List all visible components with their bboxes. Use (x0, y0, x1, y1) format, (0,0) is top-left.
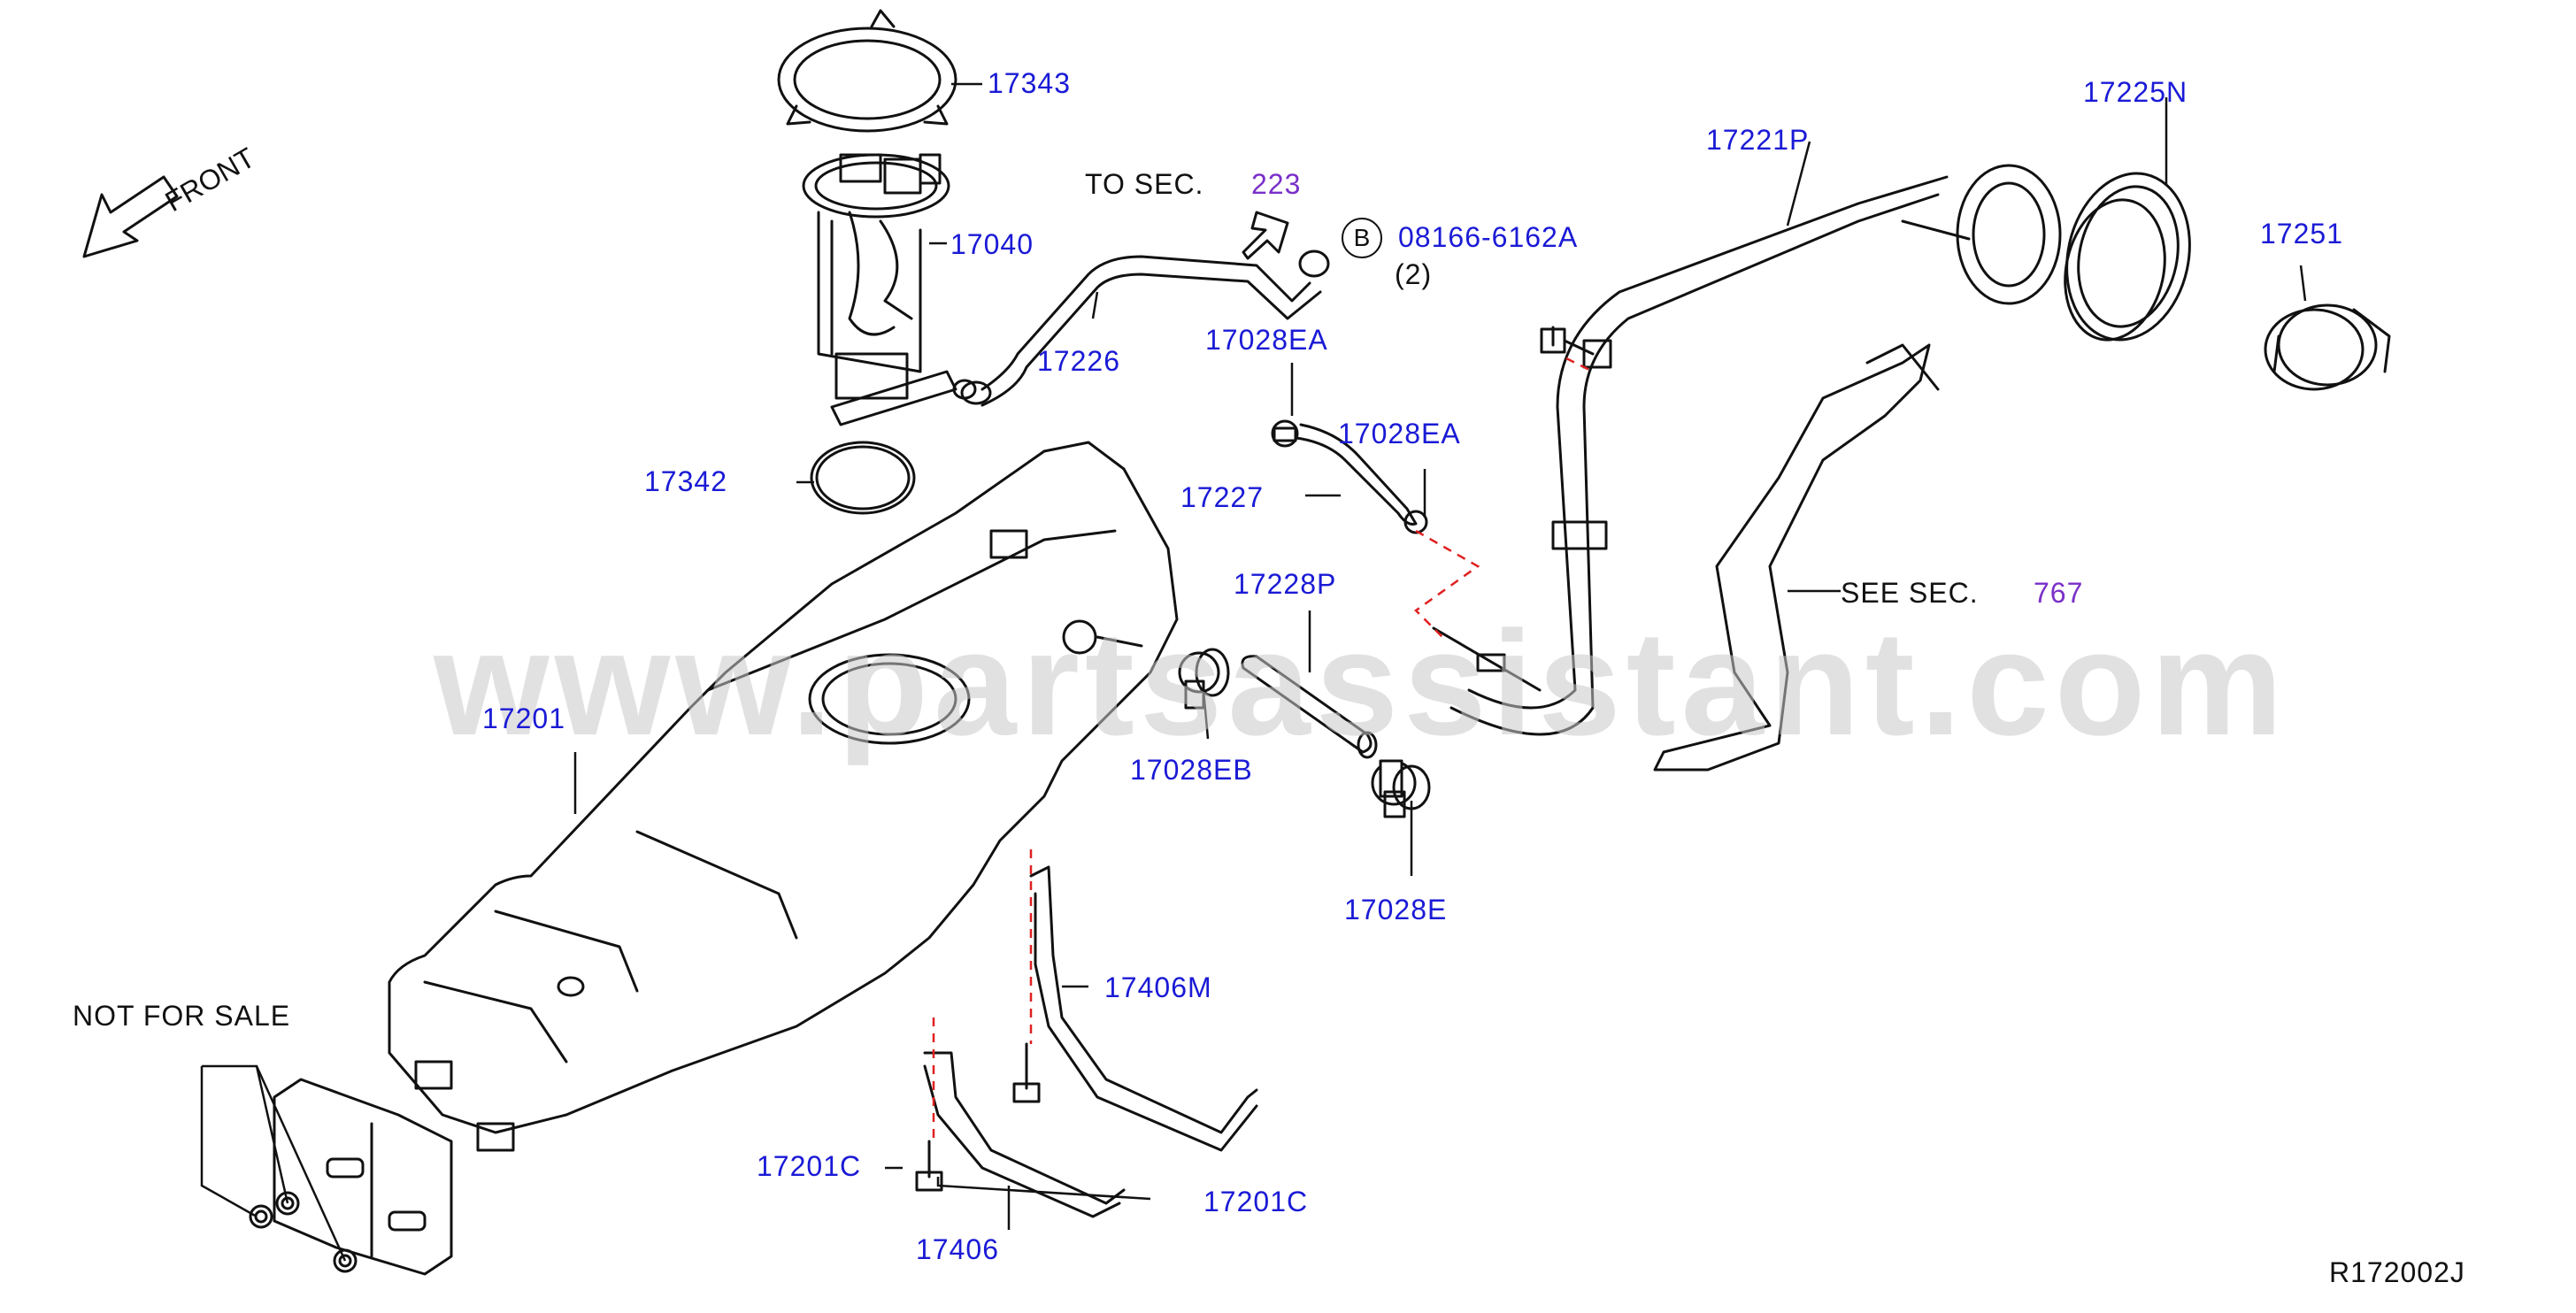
to-section-note: TO SEC. (1085, 168, 1204, 200)
label-17251: 17251 (2260, 218, 2343, 250)
label-bolt-08166-6162A: 08166-6162A (1398, 221, 1579, 253)
label-17028E: 17028E (1344, 894, 1448, 925)
to-section-ref: 223 (1251, 168, 1302, 200)
label-17028EA-upper: 17028EA (1205, 324, 1328, 356)
label-17227: 17227 (1180, 481, 1264, 513)
tank-strap-17406M-part (1029, 865, 1258, 1152)
label-17225N: 17225N (2083, 76, 2188, 108)
hose-17227-part (1271, 419, 1428, 534)
bolt-icons (915, 326, 1595, 1192)
label-17406M: 17406M (1104, 971, 1212, 1003)
label-17343: 17343 (988, 67, 1071, 99)
see-section-note: SEE SEC. (1841, 577, 1979, 609)
label-17221P: 17221P (1706, 124, 1810, 156)
label-17201C-right: 17201C (1203, 1186, 1309, 1217)
label-17226: 17226 (1037, 345, 1120, 377)
front-arrow-icon (82, 175, 179, 258)
diagram-code: R172002J (2329, 1256, 2465, 1288)
label-17201C-left: 17201C (757, 1150, 862, 1182)
filler-cap-part (2264, 303, 2391, 391)
alignment-lines (932, 357, 1594, 1141)
tank-protector-part (273, 1078, 453, 1276)
label-17028EB: 17028EB (1130, 754, 1253, 786)
front-label: FRONT (160, 142, 260, 218)
label-17228P: 17228P (1234, 568, 1337, 600)
label-17406: 17406 (916, 1233, 999, 1265)
filler-seal-part (2064, 172, 2191, 342)
label-17028EA-lower: 17028EA (1338, 418, 1461, 449)
lock-ring-part (777, 9, 957, 133)
fuel-pump-module-part (802, 153, 977, 426)
gasket-part (810, 441, 916, 515)
filler-pipe-part (1432, 164, 2062, 736)
heat-shield-part (1653, 343, 1940, 772)
label-17201: 17201 (482, 703, 565, 734)
label-17342: 17342 (644, 465, 727, 497)
label-17040: 17040 (950, 228, 1034, 260)
vent-tube-part (960, 211, 1330, 407)
bolt-quantity: (2) (1395, 258, 1433, 290)
bolt-marker-b: B (1342, 218, 1382, 258)
leader-lines (200, 82, 2307, 1262)
watermark-text: www.partsassistant.com (433, 600, 2288, 766)
fuel-tank-part (388, 441, 1179, 1152)
not-for-sale-note: NOT FOR SALE (73, 1000, 291, 1032)
see-section-ref: 767 (2034, 577, 2084, 609)
hose-17228P-part (1178, 651, 1417, 806)
